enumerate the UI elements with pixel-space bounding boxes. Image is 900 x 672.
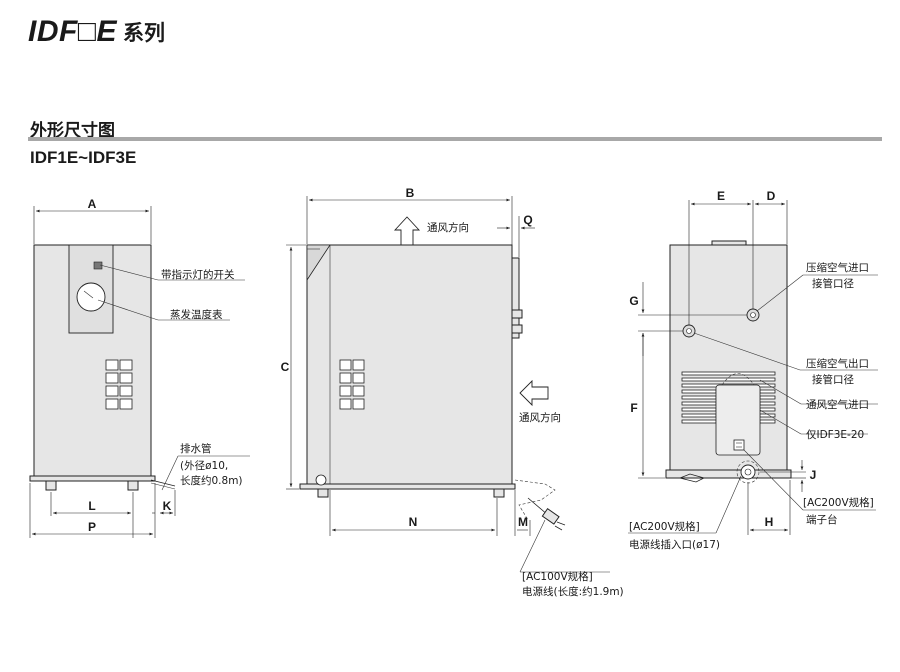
dim-l: L [88,499,95,513]
rear-drain-icon [678,473,706,483]
side-rear-fittings [511,257,520,339]
dim-e: E [717,189,725,203]
label-vent-in: 通风方向 [519,411,561,424]
dim-a: A [88,197,97,211]
drain-pipe [150,479,176,487]
label-vent-inlet: 通风空气进口 [806,398,869,411]
section-rule [28,137,882,141]
dim-k: K [163,499,172,513]
section-title: 外形尺寸图 [30,121,115,141]
label-ac200-socket-spec: [AC200V规格] [629,520,700,533]
side-base [299,483,516,490]
series-suffix: 系列 [122,21,165,45]
dim-j: J [810,468,817,482]
dim-h: H [765,515,774,529]
label-drain-pipe-dia: (外径ø10, [180,459,228,472]
idf3e20-panel [715,384,761,456]
label-ac200-terminal-spec: [AC200V规格] [803,496,874,509]
dim-c: C [281,360,290,374]
dim-p: P [88,520,96,534]
dim-g: G [629,294,638,308]
label-inlet-size: 接管口径 [812,277,854,290]
dim-n: N [409,515,418,529]
drain-port-icon [315,474,327,486]
airflow-up-arrow-icon [393,216,421,246]
rear-view: E D G F H J 压缩空气进口 接管口径 压缩空气出口 接管口径 通风空气… [628,189,878,551]
dim-m: M [518,515,528,529]
airflow-in-arrow-icon [519,379,549,407]
model-range: IDF1E~IDF3E [30,148,137,167]
label-cord-spec: [AC100V规格] [522,570,593,583]
label-vent-out: 通风方向 [427,221,469,234]
terminal-block-icon [733,439,745,451]
dim-b: B [406,186,415,200]
label-indicator-switch: 带指示灯的开关 [161,268,235,281]
label-drain-pipe-len: 长度约0.8m) [180,474,243,487]
label-drain-pipe: 排水管 [180,442,212,455]
front-base [29,475,156,482]
label-cord: 电源线(长度:约1.9m) [522,585,624,598]
dim-f: F [630,401,637,415]
label-idf3e20: 仅IDF3E-20 [806,429,864,441]
label-terminal-block: 端子台 [806,513,838,526]
rear-base [665,469,792,479]
series-model: IDF□E [28,15,117,48]
front-foot-left [45,480,57,491]
label-socket: 电源线插入口(ø17) [629,538,720,551]
label-evap-gauge: 蒸发温度表 [170,308,223,321]
power-cord-path [514,479,556,521]
dim-q: Q [523,213,532,227]
label-outlet: 压缩空气出口 [806,357,869,370]
label-inlet: 压缩空气进口 [806,261,869,274]
front-view: A L P K 带指示灯的开关 蒸发温度表 排水管 (外径ø10, 长度约0.8… [29,197,250,538]
label-outlet-size: 接管口径 [812,373,854,386]
plug-icon [541,508,560,525]
dim-d: D [767,189,776,203]
gauge-icon [76,282,106,312]
side-view: B C N M Q 通风方向 通风方向 [AC100V规格] 电源线(长度:约1… [281,186,624,598]
series-title: IDF□E 系列 [28,12,165,52]
side-cabinet [306,244,513,485]
front-foot-right [127,480,139,491]
front-vent-grille [105,359,133,410]
side-vent-grille [339,359,365,410]
